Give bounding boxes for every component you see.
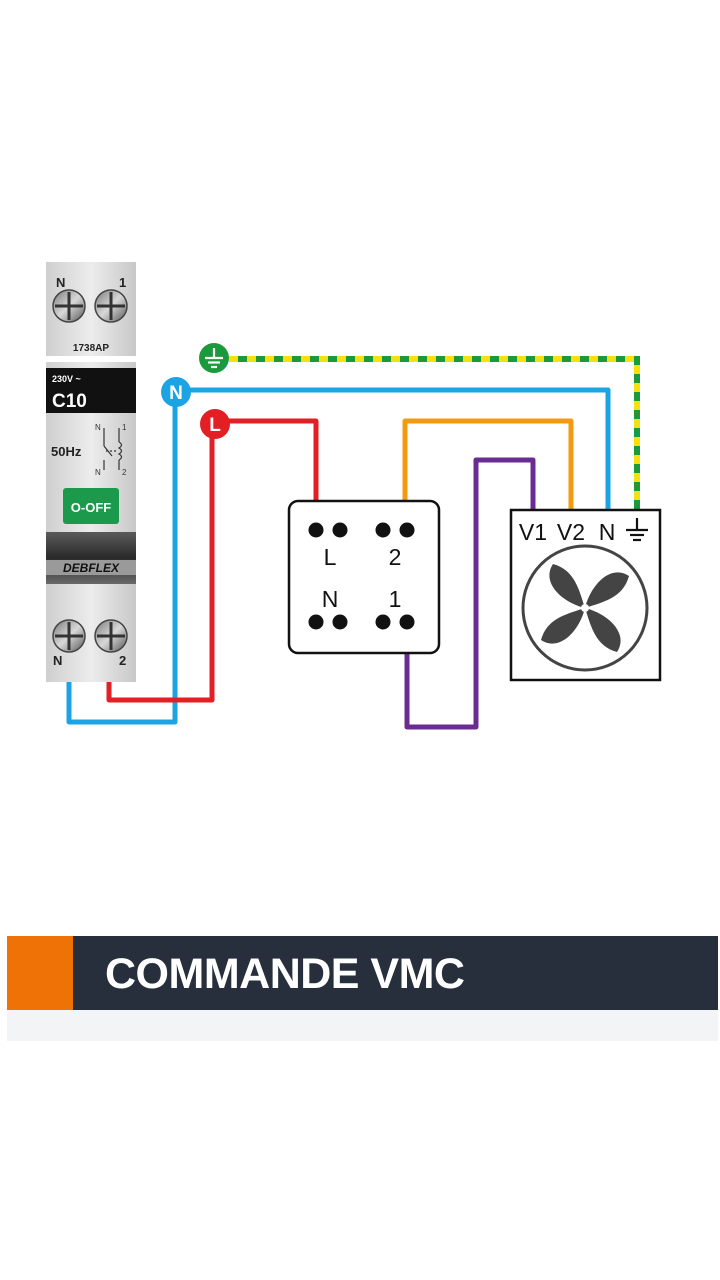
breaker-rating: C10	[52, 391, 87, 412]
earth-wire	[229, 356, 640, 514]
earth-terminal	[199, 343, 229, 373]
breaker-schematic-n1: N	[95, 423, 101, 432]
fan-label-v2: V2	[557, 519, 585, 545]
breaker-top-label-n: N	[56, 275, 65, 290]
breaker-schematic-2: 2	[122, 468, 127, 477]
banner-subband	[7, 1010, 718, 1041]
fan-icon	[521, 544, 649, 672]
breaker-toggle-label: O-OFF	[71, 500, 111, 515]
live-terminal: L	[200, 409, 230, 439]
fan-label-v1: V1	[519, 519, 547, 545]
fan-unit: V1 V2 N	[509, 508, 662, 682]
switch-label-n: N	[322, 586, 339, 612]
neutral-terminal-label: N	[169, 383, 183, 404]
banner-accent	[7, 936, 73, 1010]
earth-symbol-icon	[626, 518, 648, 542]
earth-wire-stripe	[229, 356, 640, 514]
breaker-schematic-11: 1	[122, 423, 127, 432]
live-wire	[106, 418, 319, 703]
breaker-voltage: 230V ~	[52, 374, 81, 384]
breaker-schematic-n2: N	[95, 468, 101, 477]
banner-title: COMMANDE VMC	[105, 950, 465, 998]
switch-box: L 2 N 1	[287, 499, 441, 655]
breaker-brand: DEBFLEX	[63, 561, 120, 575]
breaker-ref: 1738AP	[73, 343, 109, 354]
breaker-schematic	[103, 428, 123, 470]
switch-label-l: L	[324, 544, 337, 570]
breaker-top-label-1: 1	[119, 275, 126, 290]
screw-icon	[94, 289, 128, 323]
live-terminal-label: L	[209, 415, 221, 436]
switch-label-2: 2	[389, 544, 402, 570]
wires	[66, 356, 640, 730]
breaker-frequency: 50Hz	[51, 444, 82, 459]
breaker-bottom-label-2: 2	[119, 653, 126, 668]
wiring-diagram: N L N 1 1738AP 230V ~ C10 50Hz	[46, 262, 662, 730]
screw-icon	[52, 289, 86, 323]
fan-label-n: N	[599, 519, 616, 545]
screw-icon	[52, 619, 86, 653]
neutral-wire	[66, 387, 611, 725]
earth-symbol-icon	[205, 348, 223, 369]
neutral-terminal: N	[161, 377, 191, 407]
return-wire	[404, 457, 536, 730]
screw-icon	[94, 619, 128, 653]
circuit-breaker: N 1 1738AP 230V ~ C10 50Hz N	[46, 262, 136, 682]
title-banner: COMMANDE VMC	[7, 936, 718, 1010]
switch-label-1: 1	[389, 586, 402, 612]
switched-wire	[402, 418, 574, 530]
breaker-bottom-label-n: N	[53, 653, 62, 668]
